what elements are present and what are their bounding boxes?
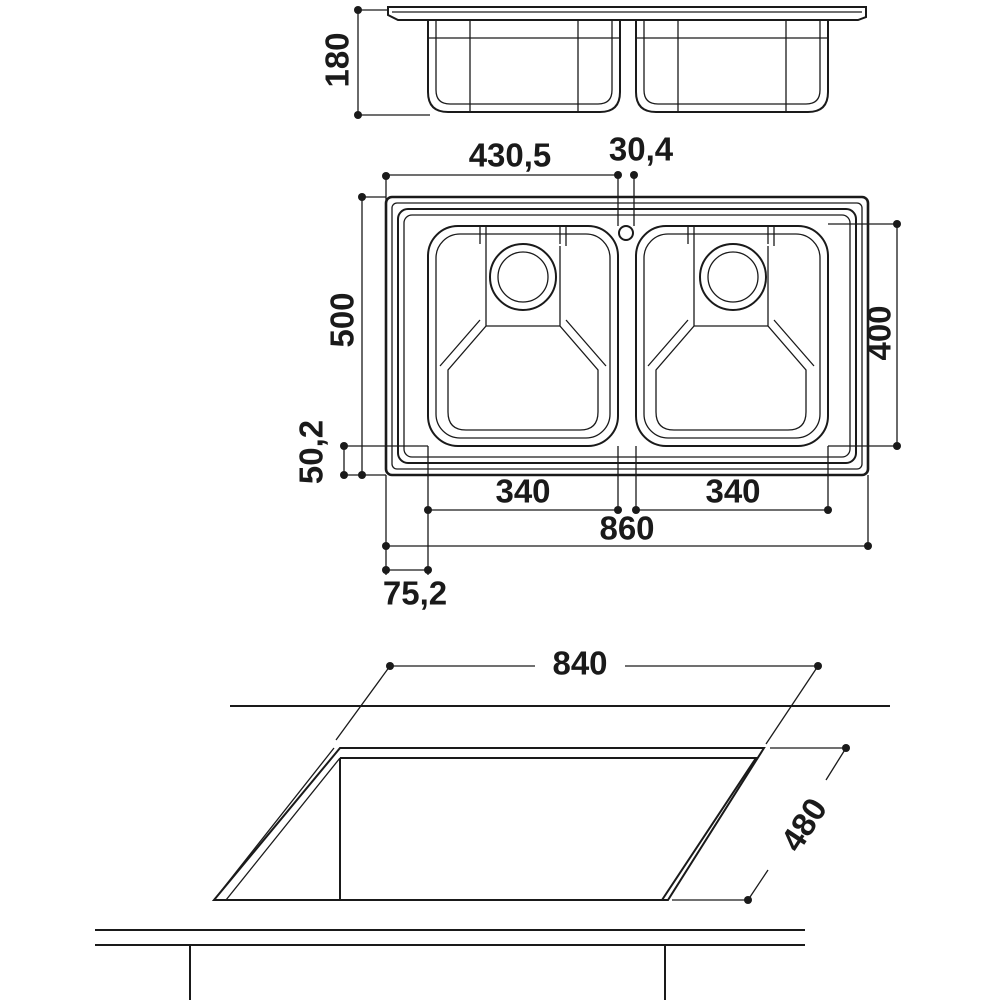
tap-hole-dimension: 30,4 (609, 131, 674, 226)
side-rim-dimension: 75,2 (382, 566, 447, 612)
cutout-width-label: 840 (552, 645, 607, 682)
bowl-depth-dimension: 400 (828, 220, 901, 450)
side-view: 180 (319, 6, 867, 119)
cutout-depth-dimension: 480 (672, 744, 850, 904)
overall-depth-label: 500 (324, 292, 361, 347)
top-view: 430,5 30,4 500 400 (293, 131, 901, 612)
front-rim-label: 50,2 (293, 420, 330, 484)
top-view-sink-outline (384, 195, 870, 477)
tap-hole-label: 30,4 (609, 131, 674, 168)
cutout-width-dimension: 840 (335, 645, 822, 745)
left-bowl-center-label: 430,5 (469, 137, 552, 174)
left-bowl-width-dimension: 340 (424, 446, 622, 575)
bowl-depth-label: 400 (861, 305, 898, 360)
right-bowl-width-label: 340 (705, 473, 760, 510)
side-view-sink-outline (387, 6, 867, 113)
overall-width-dimension: 860 (382, 475, 872, 575)
side-rim-label: 75,2 (383, 575, 447, 612)
overall-depth-dimension: 500 (324, 193, 386, 479)
height-label: 180 (319, 32, 356, 87)
cutout-view: 840 480 (95, 645, 890, 1000)
right-bowl-width-dimension: 340 (632, 446, 832, 514)
cutout-depth-label: 480 (773, 791, 834, 857)
left-bowl-width-label: 340 (495, 473, 550, 510)
front-rim-dimension: 50,2 (293, 420, 428, 484)
left-bowl-center-dimension: 430,5 (382, 137, 618, 200)
overall-width-label: 860 (599, 510, 654, 547)
worktop-outline (95, 705, 890, 1000)
side-view-height-dimension: 180 (319, 6, 430, 119)
